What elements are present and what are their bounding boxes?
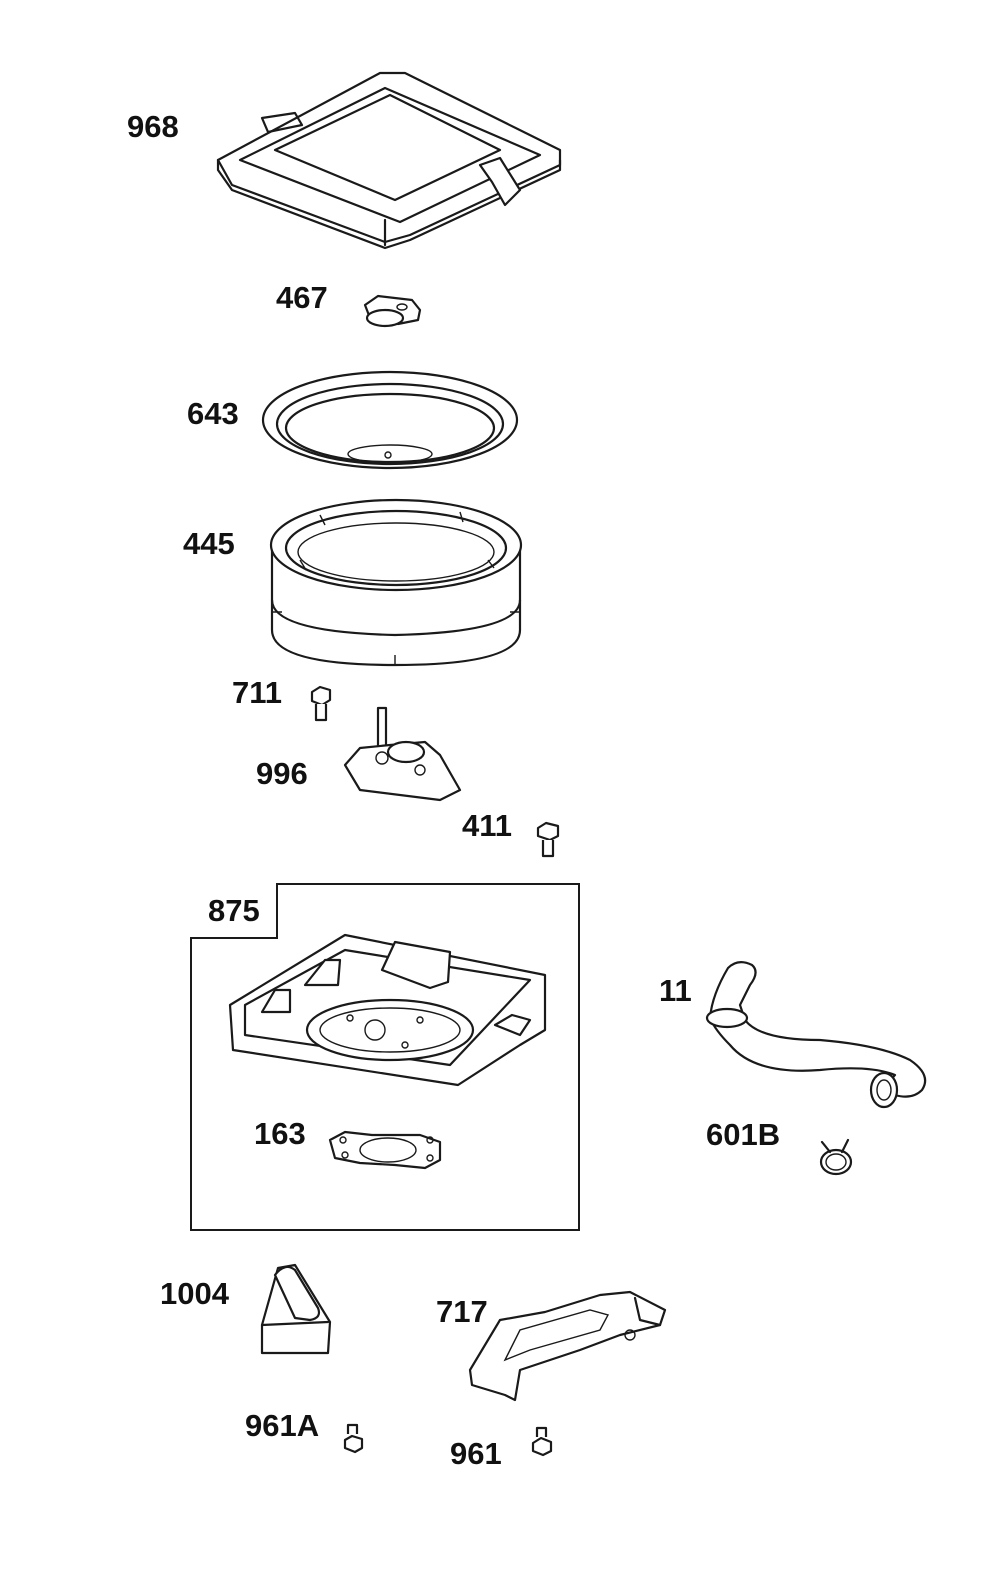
part-label-445: 445	[183, 526, 235, 561]
grommet	[260, 1263, 332, 1355]
part-label-961A: 961A	[245, 1408, 320, 1443]
part-label-996: 996	[256, 756, 308, 791]
air-cleaner-cover	[216, 71, 562, 250]
part-label-1004: 1004	[160, 1276, 229, 1311]
part-label-711: 711	[232, 675, 283, 710]
screw-961	[531, 1426, 553, 1457]
kit-box	[190, 883, 580, 1231]
hose-clamp	[819, 1138, 853, 1176]
kit-tag	[190, 883, 278, 939]
part-label-11: 11	[659, 973, 692, 1008]
screw-961A	[343, 1423, 364, 1454]
part-label-467: 467	[276, 280, 328, 315]
mounting-bracket	[468, 1290, 667, 1402]
part-label-163: 163	[254, 1116, 306, 1151]
part-label-411: 411	[462, 808, 513, 843]
part-label-717: 717	[436, 1294, 488, 1329]
screw-411	[536, 821, 560, 858]
cover-knob	[363, 294, 422, 328]
part-label-968: 968	[127, 109, 179, 144]
screw-711	[310, 685, 332, 722]
air-filter-cartridge	[269, 498, 523, 667]
part-label-875: 875	[208, 893, 260, 928]
part-label-961: 961	[450, 1436, 502, 1471]
pre-cleaner-tray	[261, 370, 519, 470]
part-label-601B: 601B	[706, 1117, 781, 1152]
breather-plate	[343, 706, 462, 802]
gasket	[328, 1130, 442, 1170]
part-label-643: 643	[187, 396, 239, 431]
air-cleaner-base	[228, 933, 547, 1087]
breather-tube	[705, 961, 927, 1109]
